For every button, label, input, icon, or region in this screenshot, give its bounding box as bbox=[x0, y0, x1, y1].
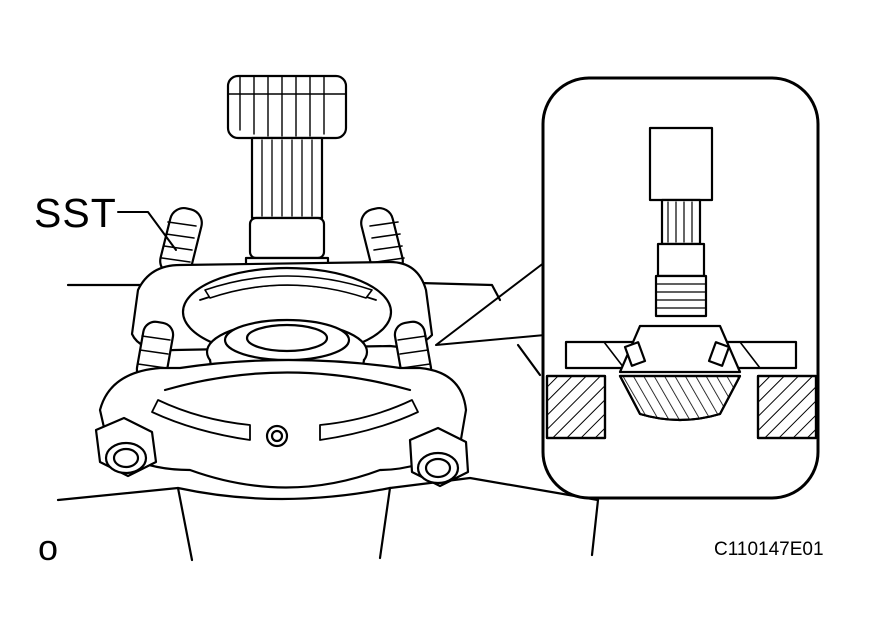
threaded-rod-left bbox=[157, 205, 205, 279]
inset-pointer bbox=[436, 262, 545, 345]
inset-detail-view bbox=[543, 78, 818, 498]
bearing-separator-lower bbox=[100, 360, 466, 488]
nut-left bbox=[96, 418, 156, 476]
figure-code-label: C110147E01 bbox=[714, 539, 824, 560]
sst-label: SST bbox=[34, 190, 117, 236]
housing-outline bbox=[58, 283, 598, 560]
corner-mark-label: o bbox=[38, 527, 59, 568]
press-ram bbox=[228, 76, 346, 138]
nut-right bbox=[410, 428, 468, 486]
sst-leader-line bbox=[118, 212, 176, 250]
